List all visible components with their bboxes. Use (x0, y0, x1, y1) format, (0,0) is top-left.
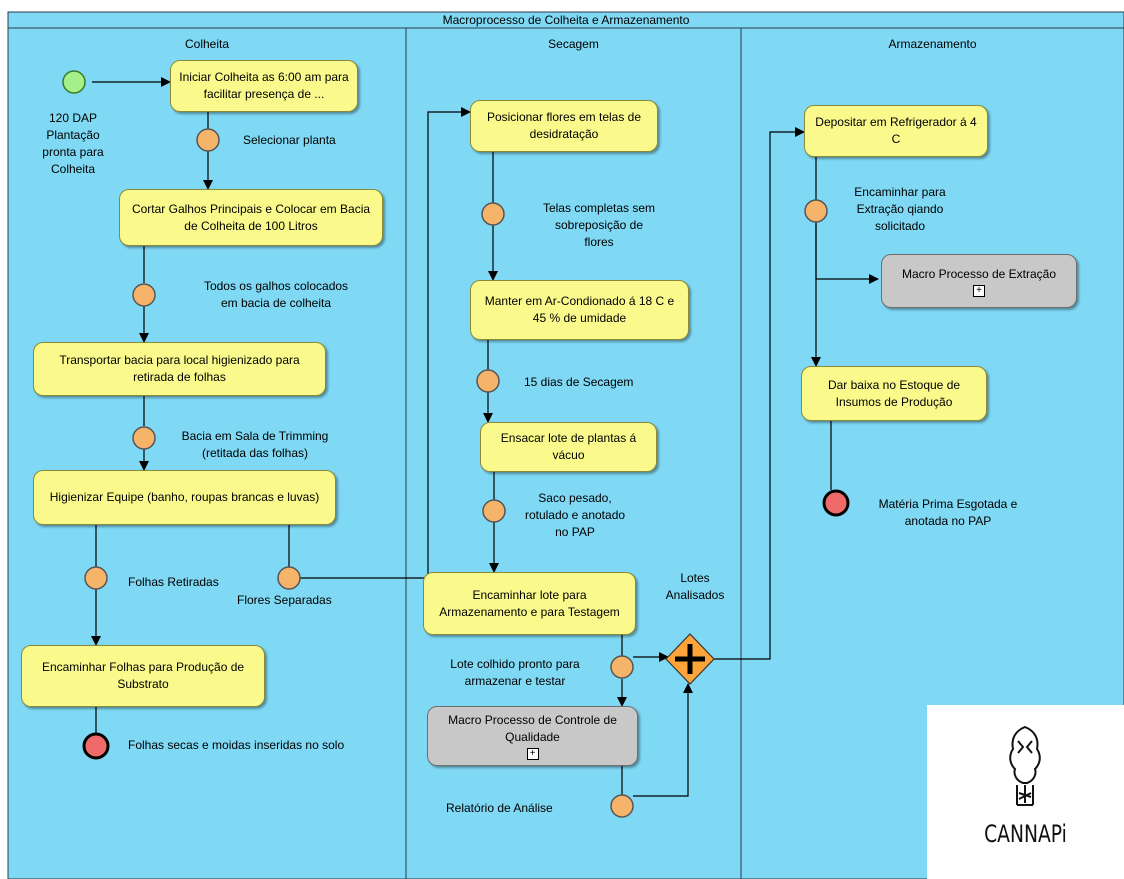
end-event-materia (822, 489, 850, 517)
intermediate-event-folhas (84, 566, 108, 590)
event-label-encaminhar-extracao: Encaminhar para Extração qiando solicita… (854, 185, 946, 233)
task-cortar-galhos[interactable]: Cortar Galhos Principais e Colocar em Ba… (119, 189, 383, 246)
start-event-label: 120 DAP Plantação pronta para Colheita (42, 111, 104, 176)
task-depositar-refrigerador[interactable]: Depositar em Refrigerador á 4 C (804, 105, 988, 157)
task-manter-ar-condicionado[interactable]: Manter em Ar-Condionado á 18 C e 45 % de… (470, 280, 689, 340)
expand-plus-icon[interactable]: + (973, 284, 985, 297)
sequence-flows (91, 77, 879, 797)
event-label-saco-pesado: Saco pesado, rotulado e anotado no PAP (524, 491, 626, 539)
intermediate-event-relatorio (610, 794, 634, 818)
subprocess-extracao[interactable]: Macro Processo de Extração + (881, 254, 1077, 308)
intermediate-event-galhos (132, 283, 156, 307)
lane-title-colheita: Colheita (184, 37, 230, 51)
start-event (62, 70, 86, 94)
intermediate-event-15dias (476, 369, 500, 393)
end-event-label-materia: Matéria Prima Esgotada e anotada no PAP (878, 497, 1018, 528)
gateway-label: Lotes Analisados (665, 571, 725, 602)
expand-plus-icon[interactable]: + (526, 748, 539, 760)
cannapi-emblem-icon (1009, 725, 1041, 806)
intermediate-event-telas (481, 202, 505, 226)
subprocess-label: Macro Processo de Controle de Qualidade (448, 713, 617, 744)
subprocess-label: Macro Processo de Extração (901, 266, 1057, 281)
lane-title-secagem: Secagem (548, 37, 599, 51)
events (62, 70, 850, 818)
intermediate-event-extracao (804, 199, 828, 223)
intermediate-event-flores (277, 566, 301, 590)
event-label-folhas-retiradas: Folhas Retiradas (128, 575, 219, 589)
event-label-flores-separadas: Flores Separadas (237, 593, 332, 607)
event-label-lote-colhido: Lote colhido pronto para armazenar e tes… (450, 657, 580, 688)
intermediate-event-saco (482, 499, 506, 523)
event-label-relatorio: Relatório de Análise (446, 801, 553, 815)
lane-title-armazenamento: Armazenamento (888, 37, 977, 51)
intermediate-event-lote (610, 655, 634, 679)
task-transportar-bacia[interactable]: Transportar bacia para local higienizado… (33, 342, 326, 396)
task-posicionar-flores[interactable]: Posicionar flores em telas de desidrataç… (470, 100, 658, 152)
intermediate-event-selecionar (196, 128, 220, 152)
event-label-galhos: Todos os galhos colocados em bacia de co… (203, 279, 349, 310)
event-label-telas: Telas completas sem sobreposição de flor… (542, 201, 656, 249)
task-dar-baixa-estoque[interactable]: Dar baixa no Estoque de Insumos de Produ… (801, 366, 987, 421)
parallel-gateway (665, 633, 715, 685)
task-iniciar-colheita[interactable]: Iniciar Colheita as 6:00 am para facilit… (170, 60, 358, 112)
task-higienizar-equipe[interactable]: Higienizar Equipe (banho, roupas brancas… (33, 470, 336, 525)
cannapi-logo-text: CANNAPi (984, 820, 1067, 848)
subprocess-controle-qualidade[interactable]: Macro Processo de Controle de Qualidade … (427, 706, 638, 766)
end-event-label-folhas: Folhas secas e moidas inseridas no solo (128, 738, 345, 752)
event-label-15-dias: 15 dias de Secagem (524, 375, 634, 389)
event-label-selecionar: Selecionar planta (243, 133, 336, 147)
task-encaminhar-lote[interactable]: Encaminhar lote para Armazenamento e par… (423, 572, 636, 635)
pool-title: Macroprocesso de Colheita e Armazenament… (442, 13, 690, 27)
task-encaminhar-folhas[interactable]: Encaminhar Folhas para Produção de Subst… (21, 645, 265, 707)
cannapi-logo: CANNAPi (927, 705, 1124, 879)
task-ensacar-lote[interactable]: Ensacar lote de plantas á vácuo (480, 422, 657, 472)
intermediate-event-bacia (132, 426, 156, 450)
end-event-folhas (82, 732, 110, 760)
event-label-bacia: Bacia em Sala de Trimming (retitada das … (181, 429, 329, 460)
